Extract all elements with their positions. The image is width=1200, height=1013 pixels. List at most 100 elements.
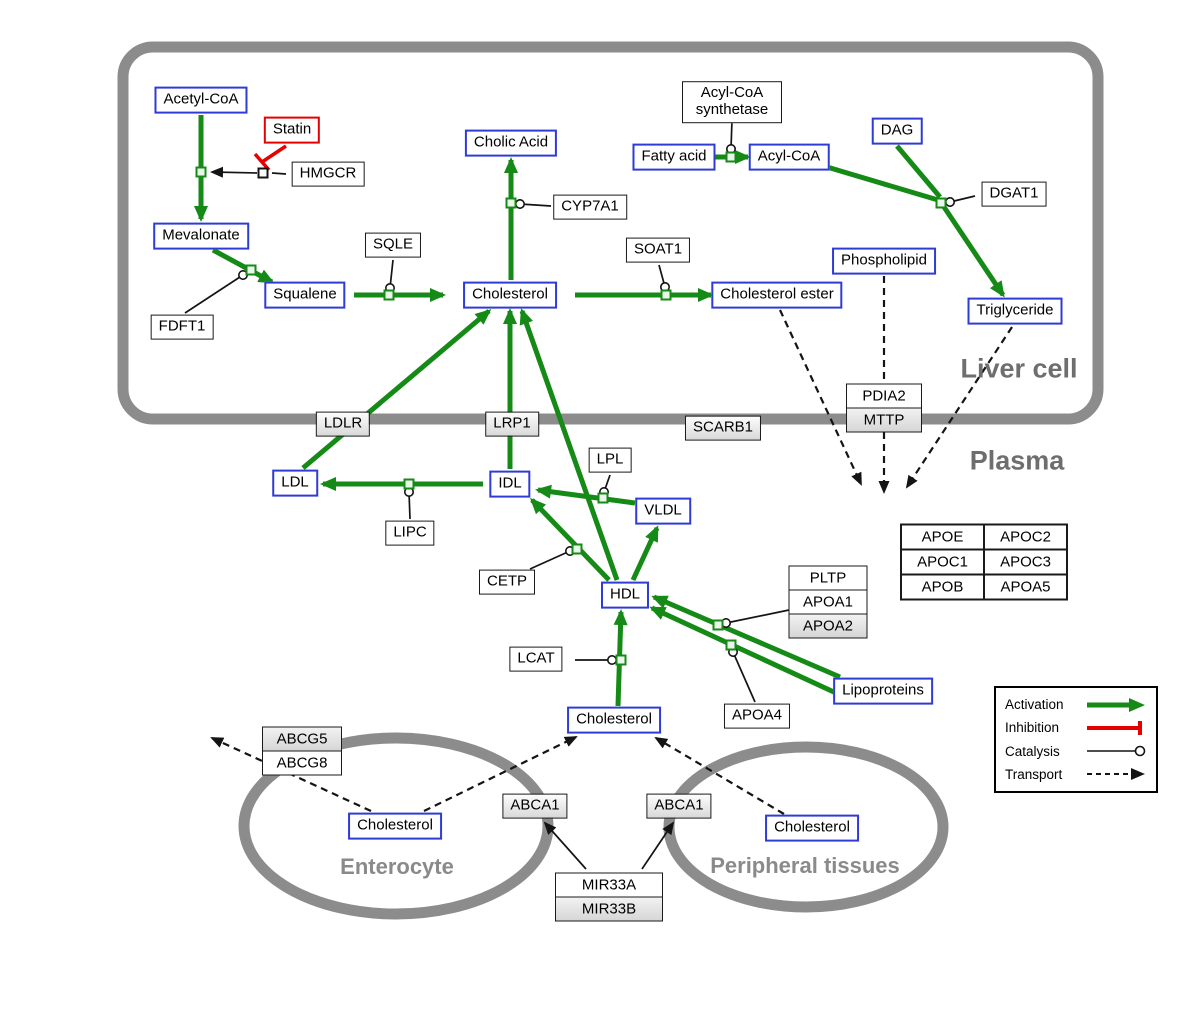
- edge-hdl-cholesterol: [519, 308, 620, 581]
- legend-box: Activation Inhibition Catalysis Transpor…: [994, 686, 1158, 793]
- node-pltp[interactable]: PLTP: [809, 569, 847, 587]
- reaction-hmgcr[interactable]: [195, 166, 207, 178]
- node-lipc[interactable]: LIPC: [385, 520, 435, 546]
- node-hdl[interactable]: HDL: [600, 581, 650, 609]
- node-lcat[interactable]: LCAT: [509, 646, 563, 672]
- activation-edges: [194, 115, 1006, 707]
- reaction-cetp[interactable]: [571, 543, 583, 555]
- node-mevalonate[interactable]: Mevalonate: [153, 222, 249, 250]
- reaction-squares[interactable]: [195, 151, 947, 666]
- stack-abcg5-abcg8: ABCG5 ABCG8: [262, 726, 342, 776]
- node-lipoproteins[interactable]: Lipoproteins: [833, 677, 933, 705]
- node-triglyceride[interactable]: Triglyceride: [967, 297, 1063, 325]
- reaction-sqle[interactable]: [383, 289, 395, 301]
- node-apoe[interactable]: APOE: [901, 524, 984, 550]
- legend-row-transport: Transport: [1005, 766, 1147, 782]
- node-apoc1[interactable]: APOC1: [901, 549, 984, 575]
- node-apoc3[interactable]: APOC3: [984, 549, 1067, 575]
- liver-cell-membrane: [117, 41, 1104, 425]
- node-acyl-coa[interactable]: Acyl-CoA: [748, 143, 830, 171]
- reaction-apoa4[interactable]: [725, 639, 737, 651]
- node-fatty-acid[interactable]: Fatty acid: [632, 143, 716, 171]
- legend-row-catalysis: Catalysis: [1005, 743, 1147, 759]
- node-phospholipid[interactable]: Phospholipid: [832, 247, 936, 275]
- node-abca1-left[interactable]: ABCA1: [502, 793, 568, 819]
- reaction-acylcoa-synthetase[interactable]: [725, 151, 737, 163]
- node-abca1-right[interactable]: ABCA1: [646, 793, 712, 819]
- node-squalene[interactable]: Squalene: [264, 281, 346, 309]
- node-acetyl-coa[interactable]: Acetyl-CoA: [154, 86, 248, 114]
- edge-lipoproteins-hdl-2: [649, 605, 838, 696]
- node-hmgcr[interactable]: HMGCR: [291, 161, 365, 187]
- node-cyp7a1[interactable]: CYP7A1: [553, 194, 627, 220]
- node-cholesterol-peripheral[interactable]: Cholesterol: [765, 814, 859, 842]
- catalysis-circle-icon: [1087, 745, 1146, 757]
- node-lrp1[interactable]: LRP1: [485, 411, 539, 437]
- edge-acylcoasynthetase-catalysis: [726, 119, 736, 154]
- inhibition-tbar-icon: [1087, 720, 1142, 735]
- node-apoa5[interactable]: APOA5: [984, 574, 1067, 600]
- edge-hdl-idl: [529, 497, 611, 582]
- node-mttp[interactable]: MTTP: [847, 407, 921, 432]
- reaction-dgat1[interactable]: [935, 197, 947, 209]
- node-idl[interactable]: IDL: [489, 470, 531, 498]
- node-apoa2[interactable]: APOA2: [789, 613, 867, 638]
- hmgcr-catalysis-node[interactable]: [257, 167, 269, 179]
- edge-triglyceride-plasma: [905, 326, 1013, 489]
- reaction-lcat[interactable]: [615, 654, 627, 666]
- edge-vldl-idl: [535, 484, 636, 506]
- node-soat1[interactable]: SOAT1: [625, 237, 691, 263]
- node-mir33b[interactable]: MIR33B: [556, 896, 662, 921]
- transport-dashed-arrow-icon: [1087, 768, 1145, 781]
- legend-catalysis-label: Catalysis: [1005, 743, 1060, 759]
- node-cholic-acid[interactable]: Cholic Acid: [464, 129, 558, 157]
- reaction-soat1[interactable]: [660, 289, 672, 301]
- reaction-fdft1[interactable]: [245, 264, 257, 276]
- node-vldl[interactable]: VLDL: [635, 497, 691, 525]
- node-ldl[interactable]: LDL: [272, 469, 318, 497]
- edge-mevalonate-squalene: [211, 247, 275, 285]
- stack-pltp-apoa1-apoa2: PLTP APOA1 APOA2: [788, 565, 868, 639]
- node-apoa4[interactable]: APOA4: [723, 703, 791, 729]
- stack-pdia2-mttp: PDIA2 MTTP: [846, 383, 922, 433]
- node-cholesterol-plasma[interactable]: Cholesterol: [567, 706, 661, 734]
- node-sqle[interactable]: SQLE: [364, 232, 422, 258]
- node-scarb1[interactable]: SCARB1: [684, 415, 762, 441]
- node-pdia2[interactable]: PDIA2: [862, 387, 906, 405]
- node-fdft1[interactable]: FDFT1: [150, 314, 214, 340]
- node-dag[interactable]: DAG: [871, 117, 923, 145]
- legend-transport-label: Transport: [1005, 766, 1063, 782]
- reaction-apoa12[interactable]: [712, 619, 724, 631]
- catalysis-edges: [184, 119, 976, 870]
- node-dgat1[interactable]: DGAT1: [981, 181, 1047, 207]
- node-cholesterol-ester[interactable]: Cholesterol ester: [711, 281, 843, 309]
- edge-sqle-catalysis: [385, 259, 395, 293]
- node-mir33a[interactable]: MIR33A: [581, 876, 637, 894]
- edge-apoa4-catalysis: [728, 647, 756, 703]
- reaction-lipc[interactable]: [403, 478, 415, 490]
- node-apoc2[interactable]: APOC2: [984, 524, 1067, 550]
- node-statin[interactable]: Statin: [263, 116, 321, 144]
- node-apob[interactable]: APOB: [901, 574, 984, 600]
- reaction-lpl[interactable]: [597, 492, 609, 504]
- liver-cell-label: Liver cell: [960, 353, 1078, 384]
- edge-hmgcr-node: [271, 172, 287, 175]
- edge-cholesterolester-plasma: [779, 309, 862, 486]
- reaction-cyp7a1[interactable]: [505, 197, 517, 209]
- node-cholesterol-enterocyte[interactable]: Cholesterol: [348, 812, 442, 840]
- legend-activation-label: Activation: [1005, 697, 1064, 713]
- edge-mir33-abca1-right: [641, 821, 675, 870]
- node-cetp[interactable]: CETP: [478, 569, 536, 595]
- node-cholesterol-liver[interactable]: Cholesterol: [463, 281, 557, 309]
- edge-lipoproteins-hdl-1: [651, 594, 841, 680]
- stack-mir33a-mir33b: MIR33A MIR33B: [555, 872, 663, 922]
- node-apoa1[interactable]: APOA1: [789, 589, 867, 614]
- node-ldlr[interactable]: LDLR: [315, 411, 371, 437]
- edge-peripheral-cholesterol-plasma: [654, 736, 785, 815]
- node-abcg8[interactable]: ABCG8: [263, 750, 341, 775]
- node-abcg5[interactable]: ABCG5: [263, 727, 341, 751]
- node-lpl[interactable]: LPL: [588, 447, 632, 473]
- edge-hdl-vldl: [630, 525, 660, 582]
- edge-dgat1-catalysis: [945, 195, 976, 207]
- node-acyl-coa-synthetase[interactable]: Acyl-CoA synthetase: [682, 81, 782, 123]
